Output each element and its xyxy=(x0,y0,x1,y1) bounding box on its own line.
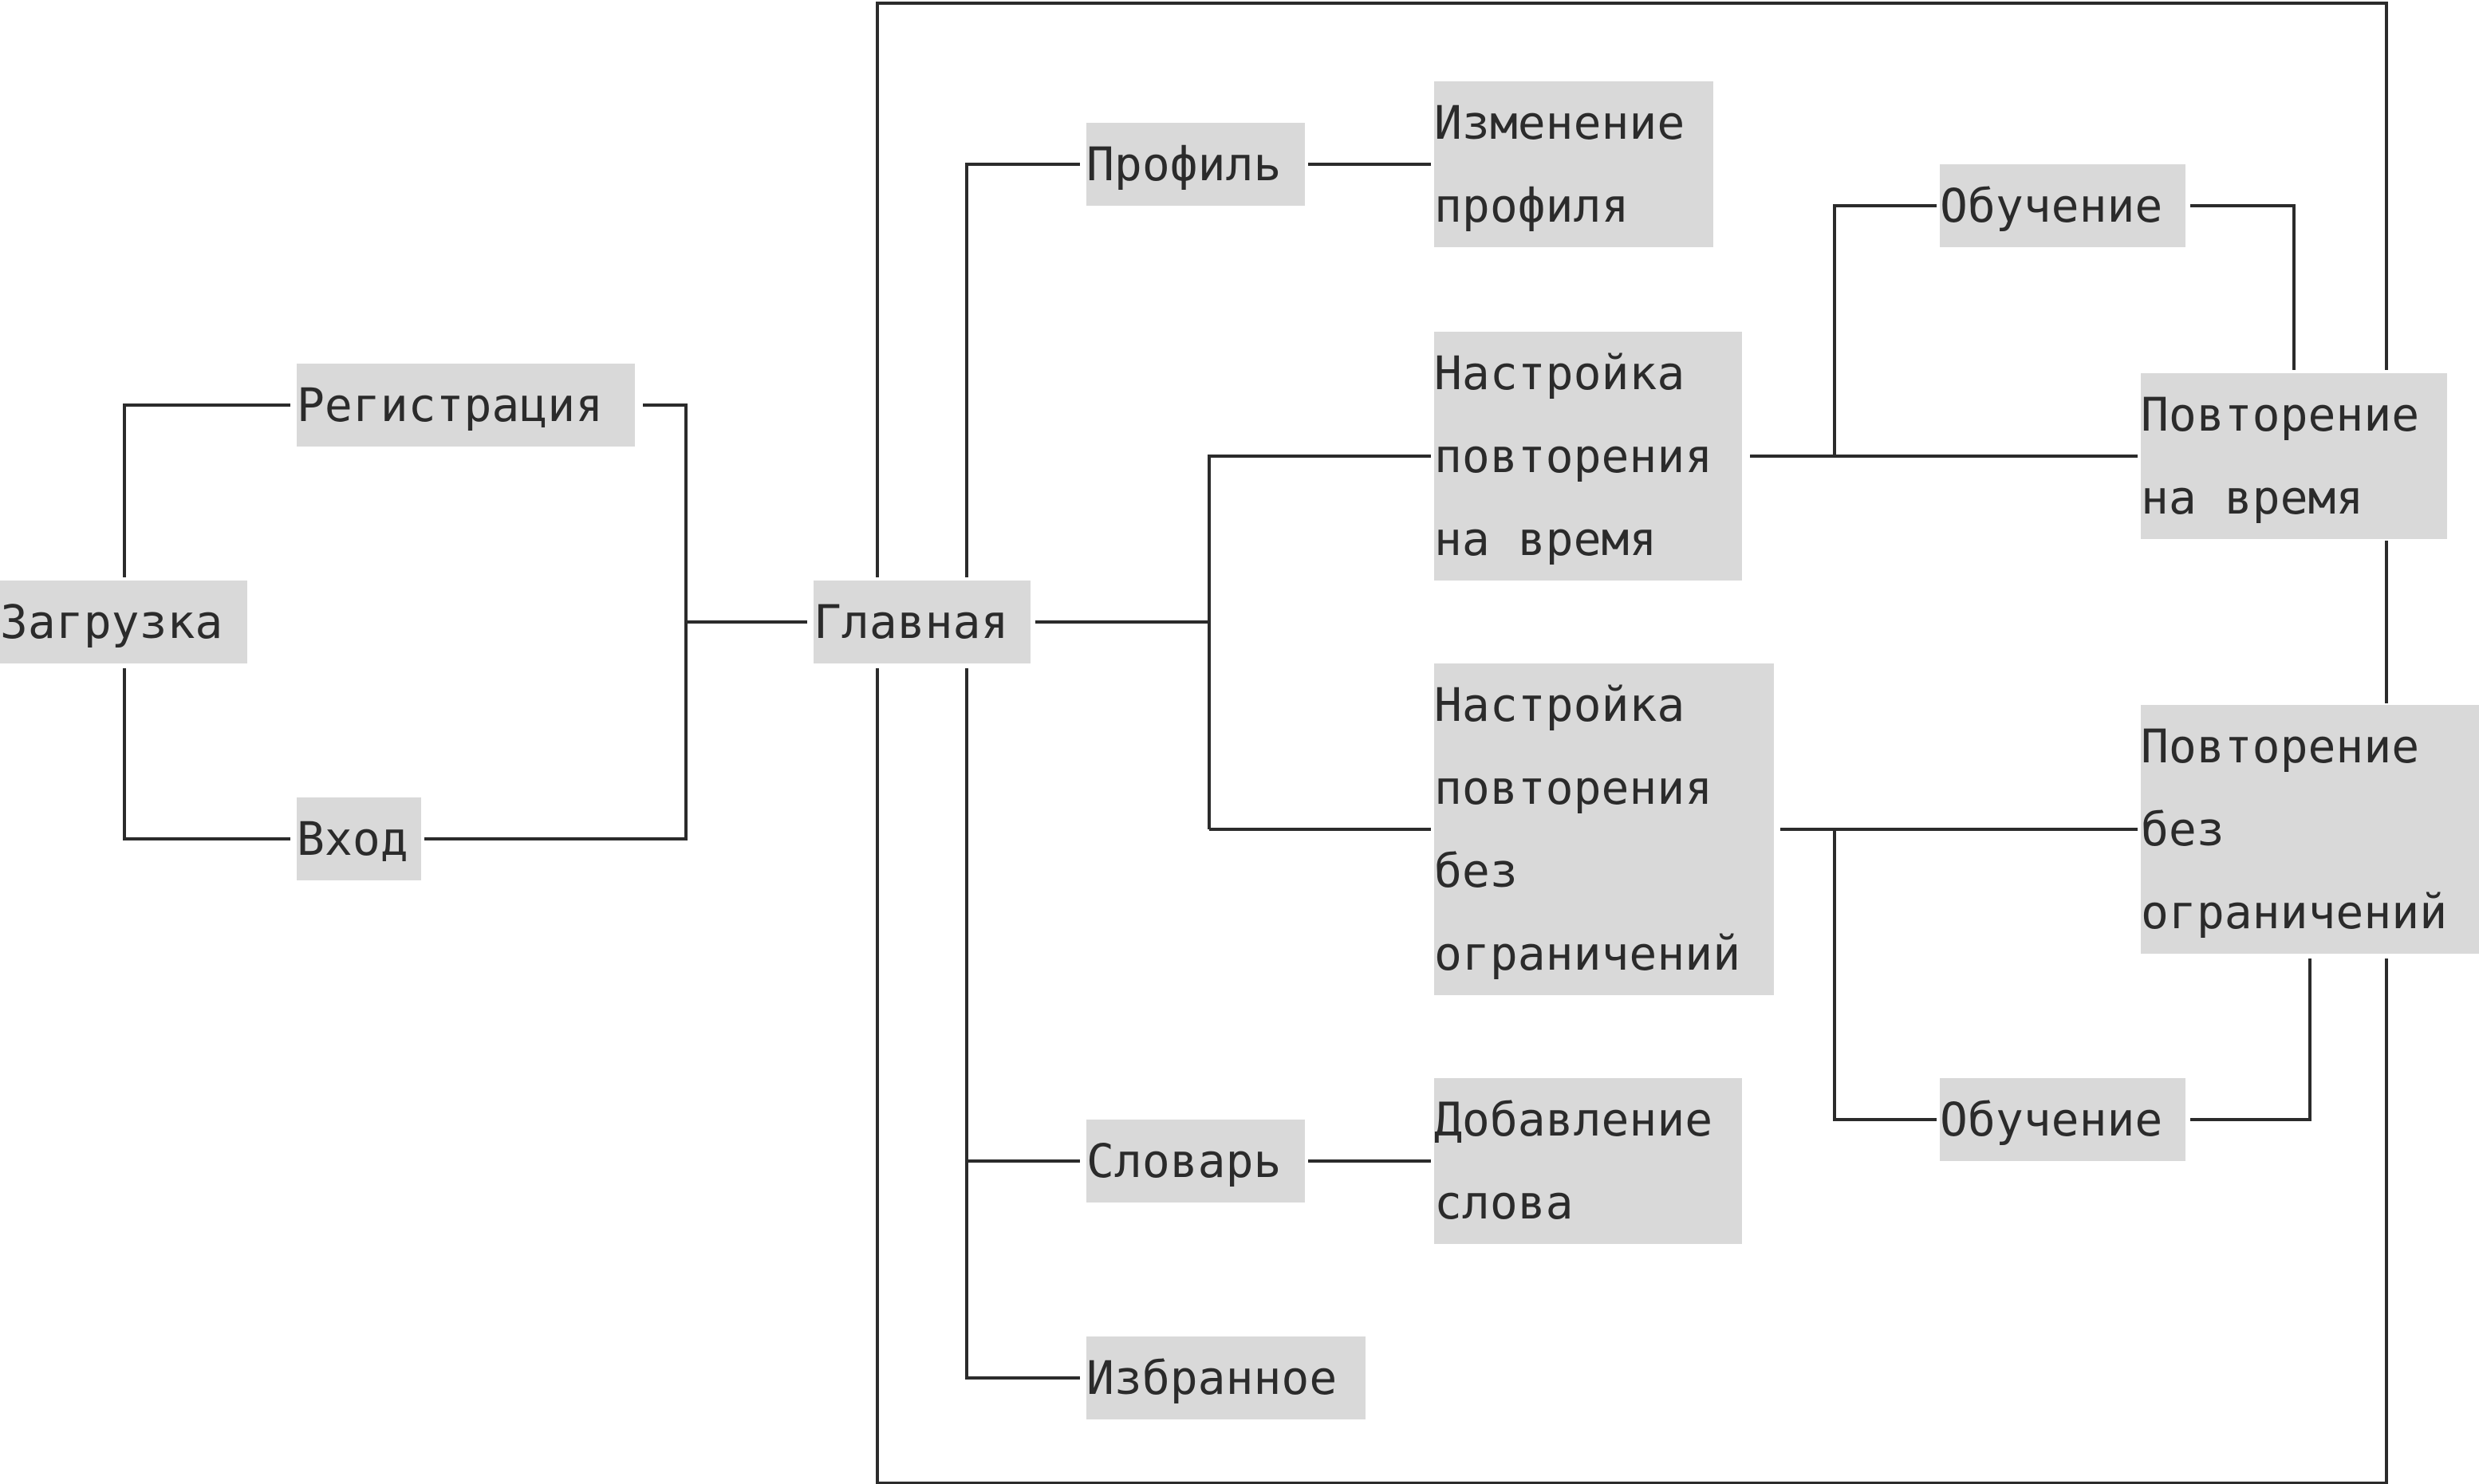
node-nastroyka-na-vremya: Настройка повторения на время xyxy=(1434,332,1742,581)
node-obuchenie-top: Обучение xyxy=(1940,164,2185,247)
connector-glavnaya-profil xyxy=(965,163,1080,577)
connector-obuchenie-top-povtorenie xyxy=(2190,204,2296,370)
connector-zagruzka-vkhod xyxy=(123,668,290,840)
node-profil: Профиль xyxy=(1086,123,1305,206)
node-slovar: Словарь xyxy=(1086,1120,1305,1203)
connector-settings-na-vremya xyxy=(1208,455,1431,829)
connector-registratsiya-merge xyxy=(424,403,688,840)
node-nastroyka-bez-ogranicheniy: Настройка повторения без ограничений xyxy=(1434,663,1774,995)
connector-bez-ogranicheniy-obuchenie xyxy=(1833,829,1937,1121)
node-vkhod: Вход xyxy=(297,797,421,880)
node-obuchenie-bottom: Обучение xyxy=(1940,1078,2185,1161)
connector-na-vremya-obuchenie xyxy=(1833,204,1937,456)
node-povtorenie-bez-ogranicheniy: Повторение без ограничений xyxy=(2141,705,2479,954)
connector-obuchenie-bottom-povtorenie xyxy=(2190,958,2312,1121)
node-povtorenie-na-vremya: Повторение на время xyxy=(2141,373,2447,539)
node-izbrannoe: Избранное xyxy=(1086,1336,1366,1419)
node-dobavlenie-slova: Добавление слова xyxy=(1434,1078,1742,1244)
node-registratsiya: Регистрация xyxy=(297,364,635,447)
connector-glavnaya-izbrannoe xyxy=(965,668,1080,1380)
node-glavnaya: Главная xyxy=(814,581,1031,663)
connector-zagruzka-registratsiya xyxy=(123,403,290,577)
node-zagruzka: Загрузка xyxy=(0,581,247,663)
node-izmenenie-profilya: Изменение профиля xyxy=(1434,81,1713,247)
